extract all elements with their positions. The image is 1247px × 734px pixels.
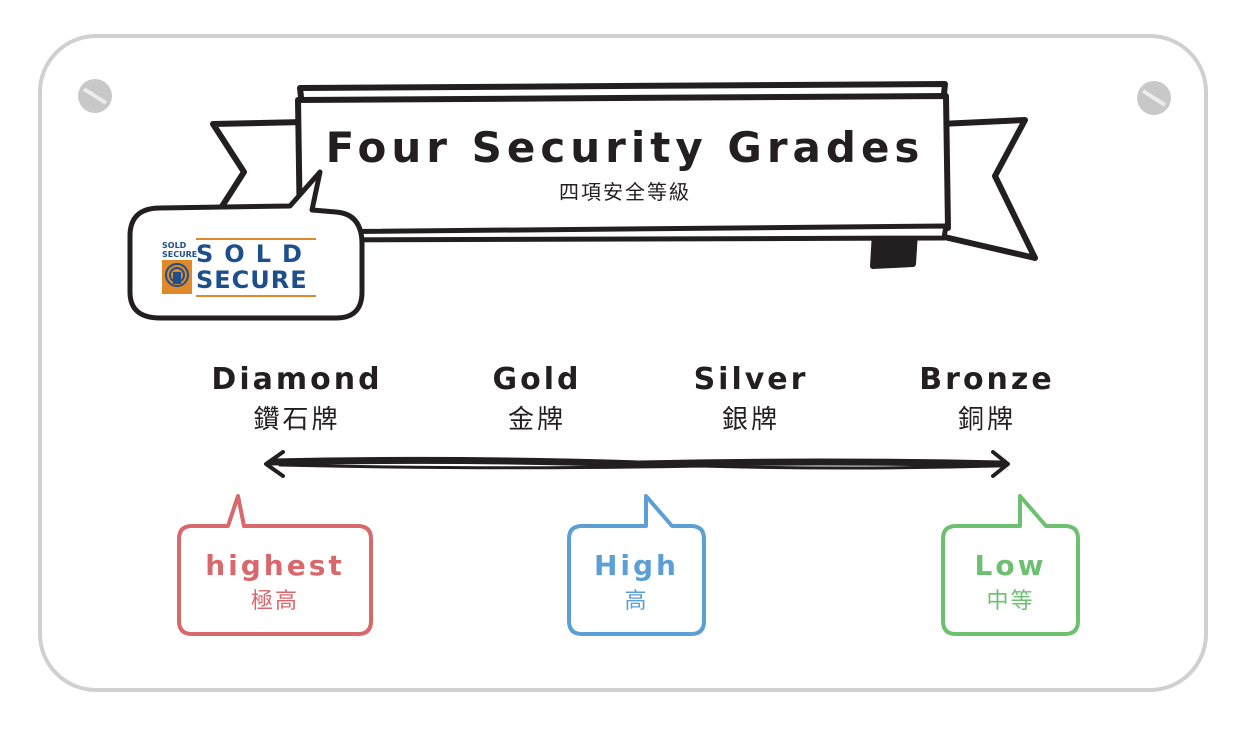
grade-name-zh: 金牌 (507, 405, 566, 435)
level-label-zh: 高 (624, 589, 649, 614)
screw-icon-left (78, 79, 112, 113)
logo-line2: SECURE (196, 266, 308, 294)
logo-small-text: SOLD SECURE (162, 241, 198, 259)
grade-name-zh: 鑽石牌 (253, 405, 341, 435)
logo-line1: SOLD (196, 240, 313, 268)
grade-name: Silver (693, 362, 809, 397)
banner-title: Four Security Grades (325, 123, 925, 172)
sold-secure-logo: SOLD SECURE SOLD SECURE (158, 238, 320, 298)
padlock-icon (162, 260, 192, 294)
grade-name: Gold (492, 362, 582, 397)
level-bubble-high (567, 494, 706, 636)
grade-name: Diamond (211, 362, 383, 397)
level-label-zh: 極高 (250, 589, 299, 614)
level-high: High 高 (569, 550, 704, 618)
grade-diamond: Diamond 鑽石牌 (187, 362, 407, 438)
grade-bronze: Bronze 銅牌 (877, 362, 1097, 438)
grade-gold: Gold 金牌 (427, 362, 647, 438)
grade-arrow (264, 450, 1010, 478)
grade-name-zh: 銅牌 (957, 405, 1016, 435)
ribbon-banner (295, 81, 951, 243)
level-low: Low 中等 (943, 550, 1078, 618)
level-label-zh: 中等 (986, 589, 1035, 614)
logo-bar-bottom (196, 295, 316, 297)
grade-name-zh: 銀牌 (721, 405, 780, 435)
level-bubble-highest (177, 494, 373, 636)
level-label: highest (205, 549, 345, 582)
logo-bar-top (196, 238, 316, 240)
screw-icon-right (1137, 81, 1171, 115)
banner-subtitle: 四項安全等級 (559, 180, 691, 204)
level-label: Low (974, 549, 1047, 582)
level-label: High (593, 549, 679, 582)
grade-name: Bronze (919, 362, 1055, 397)
level-bubble-low (941, 494, 1080, 636)
level-highest: highest 極高 (179, 550, 371, 618)
grade-silver: Silver 銀牌 (641, 362, 861, 438)
